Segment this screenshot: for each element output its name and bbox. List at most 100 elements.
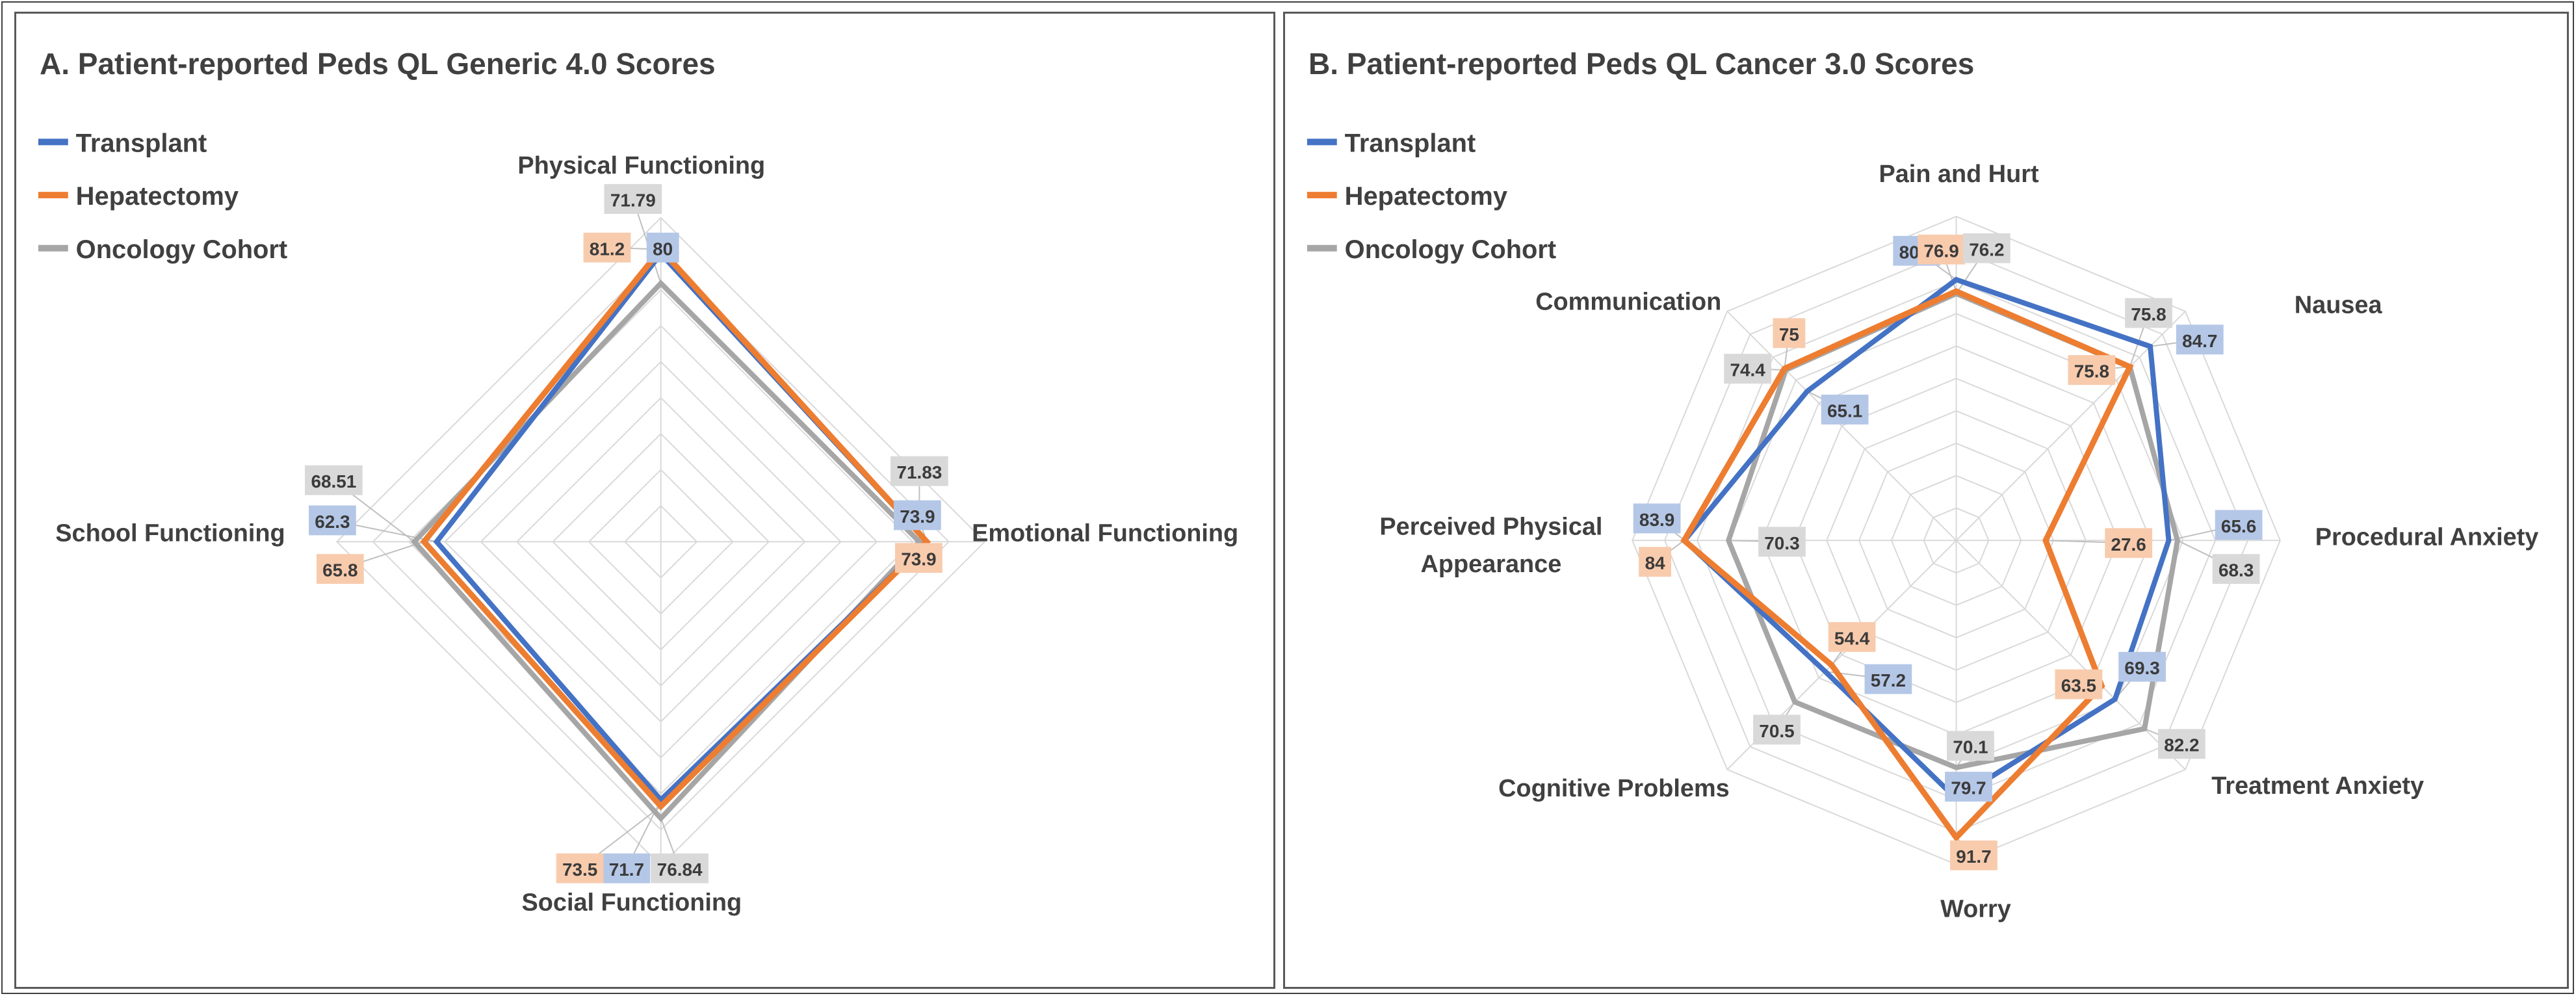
value-label-box — [891, 456, 948, 486]
value-label: 74.4 — [1730, 360, 1765, 380]
value-label: 73.9 — [900, 506, 935, 527]
value-label: 83.9 — [1639, 510, 1674, 530]
value-label-box — [2125, 298, 2172, 328]
value-label: 69.3 — [2124, 658, 2159, 678]
value-label-box — [2055, 669, 2103, 700]
radar-chart-cancer: 80.584.765.669.379.757.283.965.176.975.8… — [1307, 129, 2539, 923]
value-label-box — [894, 543, 943, 573]
value-label: 76.9 — [1923, 241, 1958, 261]
value-label-box — [1963, 233, 2010, 263]
axis-label-line: Perceived Physical — [1379, 513, 1602, 540]
value-label: 71.79 — [610, 190, 656, 211]
axis-spoke — [1726, 311, 1957, 541]
value-label-box — [604, 184, 662, 214]
value-label-box — [2068, 355, 2116, 386]
value-label: 70.3 — [1764, 533, 1799, 553]
value-label: 80 — [653, 239, 673, 259]
axis-spoke — [1955, 540, 2186, 770]
value-label-box — [1821, 395, 1869, 425]
value-label: 68.3 — [2218, 560, 2254, 581]
value-label: 65.8 — [322, 560, 358, 581]
value-label-box — [1864, 664, 1912, 694]
value-label: 84.7 — [2182, 331, 2217, 351]
value-label-box — [556, 853, 604, 884]
value-label: 63.5 — [2061, 675, 2096, 696]
value-label-box — [1753, 714, 1801, 745]
axis-label: Cognitive Problems — [1498, 775, 1730, 802]
legend-label: Hepatectomy — [1345, 182, 1507, 211]
value-label: 62.3 — [315, 512, 350, 532]
axis-spoke — [1955, 311, 2186, 541]
value-label-box — [893, 500, 941, 531]
axis-label-line: Appearance — [1421, 551, 1562, 578]
value-label-box — [583, 232, 631, 263]
panel-generic-scores: A. Patient-reported Peds QL Generic 4.0 … — [14, 12, 1275, 989]
value-label-box — [1724, 354, 1772, 384]
value-label-box — [603, 853, 651, 884]
value-label-box — [2176, 324, 2224, 355]
value-label: 71.83 — [896, 462, 942, 482]
value-label-box — [1639, 547, 1672, 577]
value-label-box — [2158, 729, 2205, 759]
value-label-box — [1828, 622, 1876, 652]
series-line-oncology-cohort — [1725, 291, 2180, 770]
value-label: 75.8 — [2131, 304, 2166, 324]
value-label-box — [1918, 234, 1966, 265]
axis-label: Pain and Hurt — [1879, 161, 2038, 188]
value-label: 84 — [1645, 553, 1666, 573]
value-label: 68.51 — [311, 471, 356, 491]
value-label: 75 — [1779, 324, 1799, 345]
value-label-box — [2212, 554, 2260, 584]
value-label: 65.1 — [1827, 400, 1862, 421]
value-label-box — [316, 554, 364, 584]
value-label: 76.2 — [1969, 239, 2004, 259]
value-label-box — [2215, 510, 2263, 540]
value-label: 81.2 — [590, 239, 625, 259]
value-label-box — [1633, 503, 1681, 534]
panel-b-title: B. Patient-reported Peds QL Cancer 3.0 S… — [1308, 47, 1975, 81]
value-label: 65.6 — [2221, 516, 2256, 536]
radar-chart-generic: 8073.971.762.381.273.973.565.871.7971.83… — [38, 129, 1238, 916]
value-label: 70.5 — [1759, 721, 1794, 741]
value-label: 75.8 — [2074, 361, 2109, 382]
value-label-box — [1945, 772, 1992, 802]
legend-label: Hepatectomy — [76, 182, 239, 211]
panel-cancer-scores: B. Patient-reported Peds QL Cancer 3.0 S… — [1283, 12, 2569, 989]
value-label-box — [1758, 527, 1806, 557]
axis-label: Emotional Functioning — [972, 519, 1238, 547]
axis-label: Communication — [1535, 289, 1721, 316]
axis-label: School Functioning — [55, 519, 285, 547]
legend-label: Oncology Cohort — [76, 235, 288, 264]
panel-a-title: A. Patient-reported Peds QL Generic 4.0 … — [40, 47, 716, 81]
value-label: 76.84 — [657, 859, 703, 880]
legend-label: Oncology Cohort — [1345, 235, 1557, 264]
value-label: 57.2 — [1871, 670, 1906, 690]
value-label-box — [651, 853, 709, 884]
value-label: 70.1 — [1953, 737, 1988, 757]
value-label: 73.5 — [562, 859, 597, 880]
series-line-hepatectomy — [420, 244, 931, 811]
value-label-box — [2105, 528, 2153, 558]
value-label: 82.2 — [2164, 735, 2199, 755]
value-label-box — [308, 505, 356, 536]
axis-label: Procedural Anxiety — [2315, 523, 2539, 551]
value-label-box — [2118, 651, 2166, 682]
legend-label: Transplant — [1345, 129, 1476, 157]
axis-label: Physical Functioning — [517, 152, 765, 179]
axis-label: Worry — [1940, 895, 2011, 923]
axis-label: Social Functioning — [522, 889, 742, 916]
value-label-box — [1947, 731, 1994, 761]
value-label-box — [305, 465, 363, 495]
legend-label: Transplant — [76, 129, 207, 157]
value-label: 71.7 — [609, 859, 644, 880]
value-label: 79.7 — [1951, 778, 1986, 798]
value-label-box — [1950, 840, 1997, 871]
value-label-box — [646, 232, 679, 263]
axis-label: Nausea — [2295, 292, 2383, 319]
value-label: 91.7 — [1956, 846, 1991, 867]
series-line-hepatectomy — [1680, 288, 2134, 843]
value-label-box — [1773, 318, 1806, 348]
